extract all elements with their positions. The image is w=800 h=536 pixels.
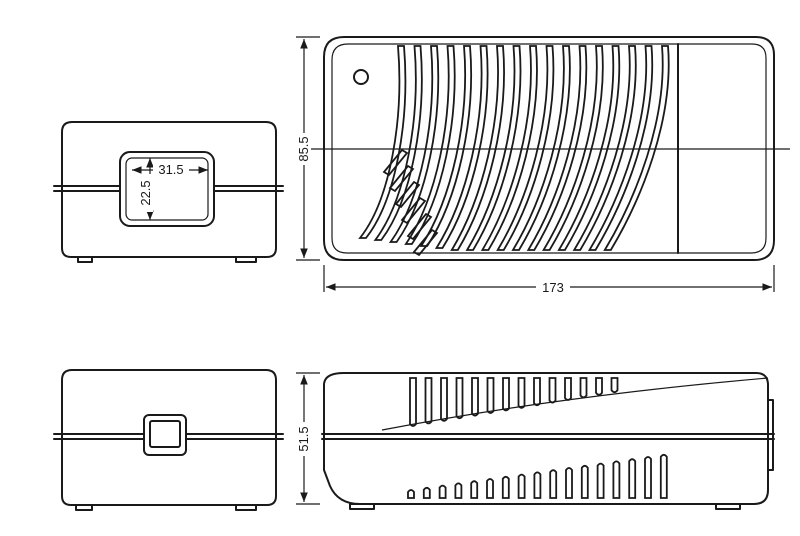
vent-slot [533, 471, 542, 499]
back-view-cable-grommet [143, 414, 187, 456]
vent-slot [517, 473, 526, 499]
back-view [53, 369, 284, 511]
window-width-label: 31.5 [158, 162, 183, 177]
vent-slot [455, 377, 464, 420]
vent-slot [564, 377, 572, 401]
side-view-body [323, 372, 769, 505]
vent-slot [486, 377, 495, 414]
vent-slot [587, 45, 654, 251]
height-label: 51.5 [296, 426, 311, 451]
height-label-bg [297, 422, 311, 456]
vent-slot [404, 45, 456, 245]
top-view-body-inner [331, 43, 767, 254]
top-view-body-outer [323, 36, 775, 261]
vent-slot [644, 456, 652, 499]
front-view-foot-right [235, 256, 257, 263]
front-view-cable-window-inner [125, 157, 209, 221]
vent-slot [480, 45, 538, 251]
vent-slot [526, 45, 588, 251]
vent-slot [603, 45, 670, 251]
back-view-body [61, 369, 277, 506]
vent-slot [580, 464, 589, 499]
vent-slot [533, 377, 541, 407]
length-label: 173 [542, 280, 564, 295]
vent-slot [406, 212, 433, 241]
side-view-end-tab [767, 399, 774, 471]
vent-slot [434, 45, 489, 249]
depth-label-bg [297, 133, 311, 165]
window-height-label: 22.5 [138, 180, 153, 205]
window-width-label-bg [153, 162, 189, 176]
vent-slot [628, 458, 637, 499]
vent-slot [440, 377, 448, 422]
side-view-sloped-line [381, 377, 769, 431]
side-view-foot-right [715, 503, 741, 510]
vent-slot [373, 45, 423, 241]
vent-slot [596, 462, 605, 499]
front-view: 31.5 22.5 [53, 121, 284, 263]
vent-slot [412, 228, 439, 257]
vent-slot [557, 45, 621, 251]
vent-slot [471, 377, 479, 417]
back-view-foot-right [235, 504, 257, 511]
vent-slot [470, 480, 479, 499]
vent-slot [465, 45, 522, 251]
vent-slot [572, 45, 637, 251]
depth-label: 85.5 [296, 136, 311, 161]
top-view-screw-hole [353, 69, 369, 85]
vent-slot [382, 148, 409, 177]
vent-slot [422, 486, 431, 499]
back-view-foot-left [75, 504, 93, 511]
vent-slot [388, 45, 440, 243]
vent-slot [388, 164, 415, 193]
vent-slot [424, 377, 433, 425]
side-view: 51.5 [296, 372, 775, 510]
vent-slot [565, 467, 573, 499]
side-view-vent-slots [407, 377, 668, 499]
back-view-cable-grommet-inner [149, 420, 181, 448]
vent-slot [612, 460, 621, 499]
vent-slot [454, 482, 463, 499]
top-view-vent-slots [358, 45, 670, 257]
vent-slot [486, 478, 494, 499]
vent-slot [595, 377, 603, 396]
vent-slot [358, 45, 407, 239]
window-height-label-bg [139, 174, 153, 212]
vent-slot [496, 45, 555, 251]
vent-slot [502, 377, 510, 412]
top-view: 85.5 173 [296, 36, 790, 295]
vent-slot [542, 45, 604, 251]
vent-slot [517, 377, 526, 409]
vent-slot [610, 377, 619, 394]
vent-slot [659, 453, 668, 499]
vent-slot [450, 45, 505, 251]
vent-slot [407, 489, 415, 499]
vent-slot [438, 484, 447, 499]
vent-slot [394, 180, 421, 209]
vent-slot [409, 377, 417, 427]
vent-slot [511, 45, 571, 251]
vent-slot [579, 377, 588, 399]
length-label-bg [536, 279, 570, 295]
vent-slot [548, 377, 557, 404]
side-view-foot-left [349, 503, 375, 510]
vent-slot [549, 469, 558, 499]
front-view-foot-left [77, 256, 93, 263]
front-view-body [61, 121, 277, 258]
vent-slot [400, 196, 427, 225]
vent-slot [501, 475, 510, 499]
